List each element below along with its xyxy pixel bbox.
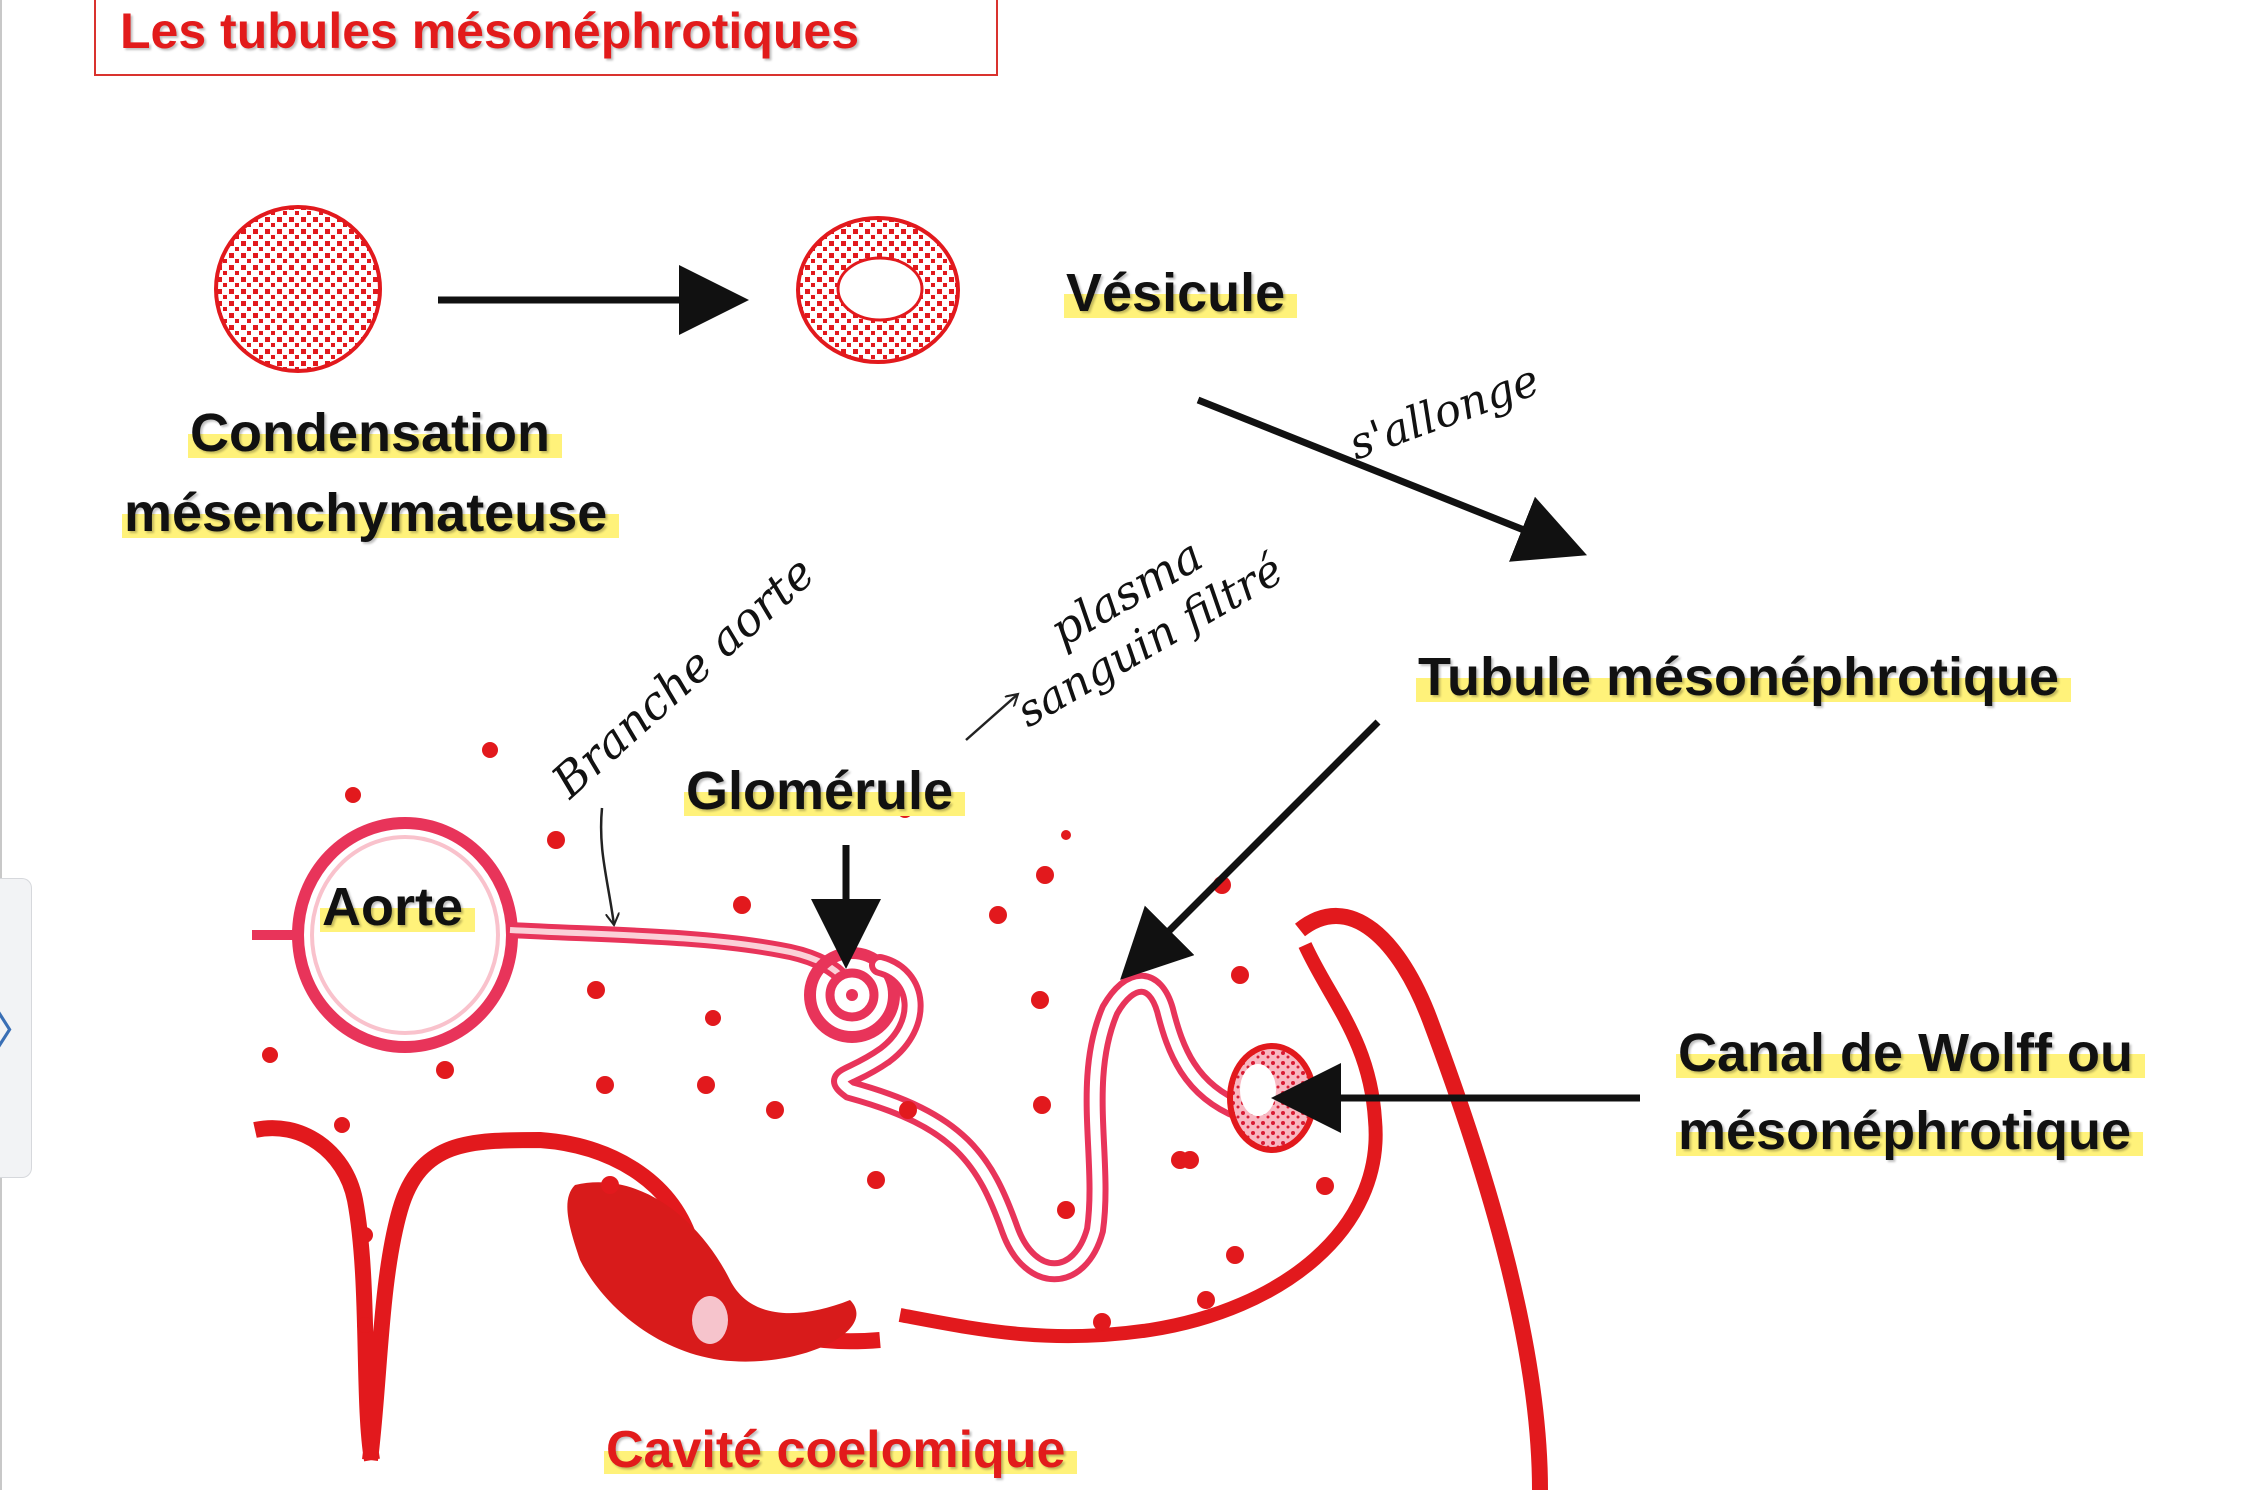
side-panel-toggle[interactable]: 〉 [0,878,39,1178]
condensation-circle [214,205,382,373]
coelomic-epithelium-outer [1295,908,1548,1490]
label-condensation-line2: mésenchymateuse [122,482,620,544]
arrow-vesicule-to-tubule [1196,396,1588,562]
label-canal-line1: Canal de Wolff ou [1676,1022,2145,1084]
coelomic-epithelium-inner [898,942,1383,1344]
label-canal-line2: mésonéphrotique [1676,1100,2144,1162]
coelomic-lining-left [253,1120,881,1462]
chevron-right-icon: 〉 [0,995,39,1061]
handwritten-arrow-plasma [965,694,1018,741]
window-left-edge [0,0,2,1490]
label-condensation-line1: Condensation [188,402,562,464]
label-vesicule: Vésicule [1064,262,1298,324]
arrow-to-tubule [1120,719,1381,980]
slide-title: Les tubules mésonéphrotiques [94,0,998,76]
slide-title-text: Les tubules mésonéphrotiques [120,3,860,59]
label-tubule: Tubule mésonéphrotique [1416,646,2072,708]
label-glomerule: Glomérule [684,760,966,822]
vesicle-ring [796,216,960,364]
handwritten-arrow-branche [599,807,614,925]
gonadal-ridge [567,1182,857,1362]
mesonephric-tubule [831,954,1251,1283]
label-aorte: Aorte [320,876,476,938]
handwritten-sallonge: s'allonge [1342,355,1546,471]
label-cavite-coelomique: Cavité coelomique [604,1420,1078,1480]
